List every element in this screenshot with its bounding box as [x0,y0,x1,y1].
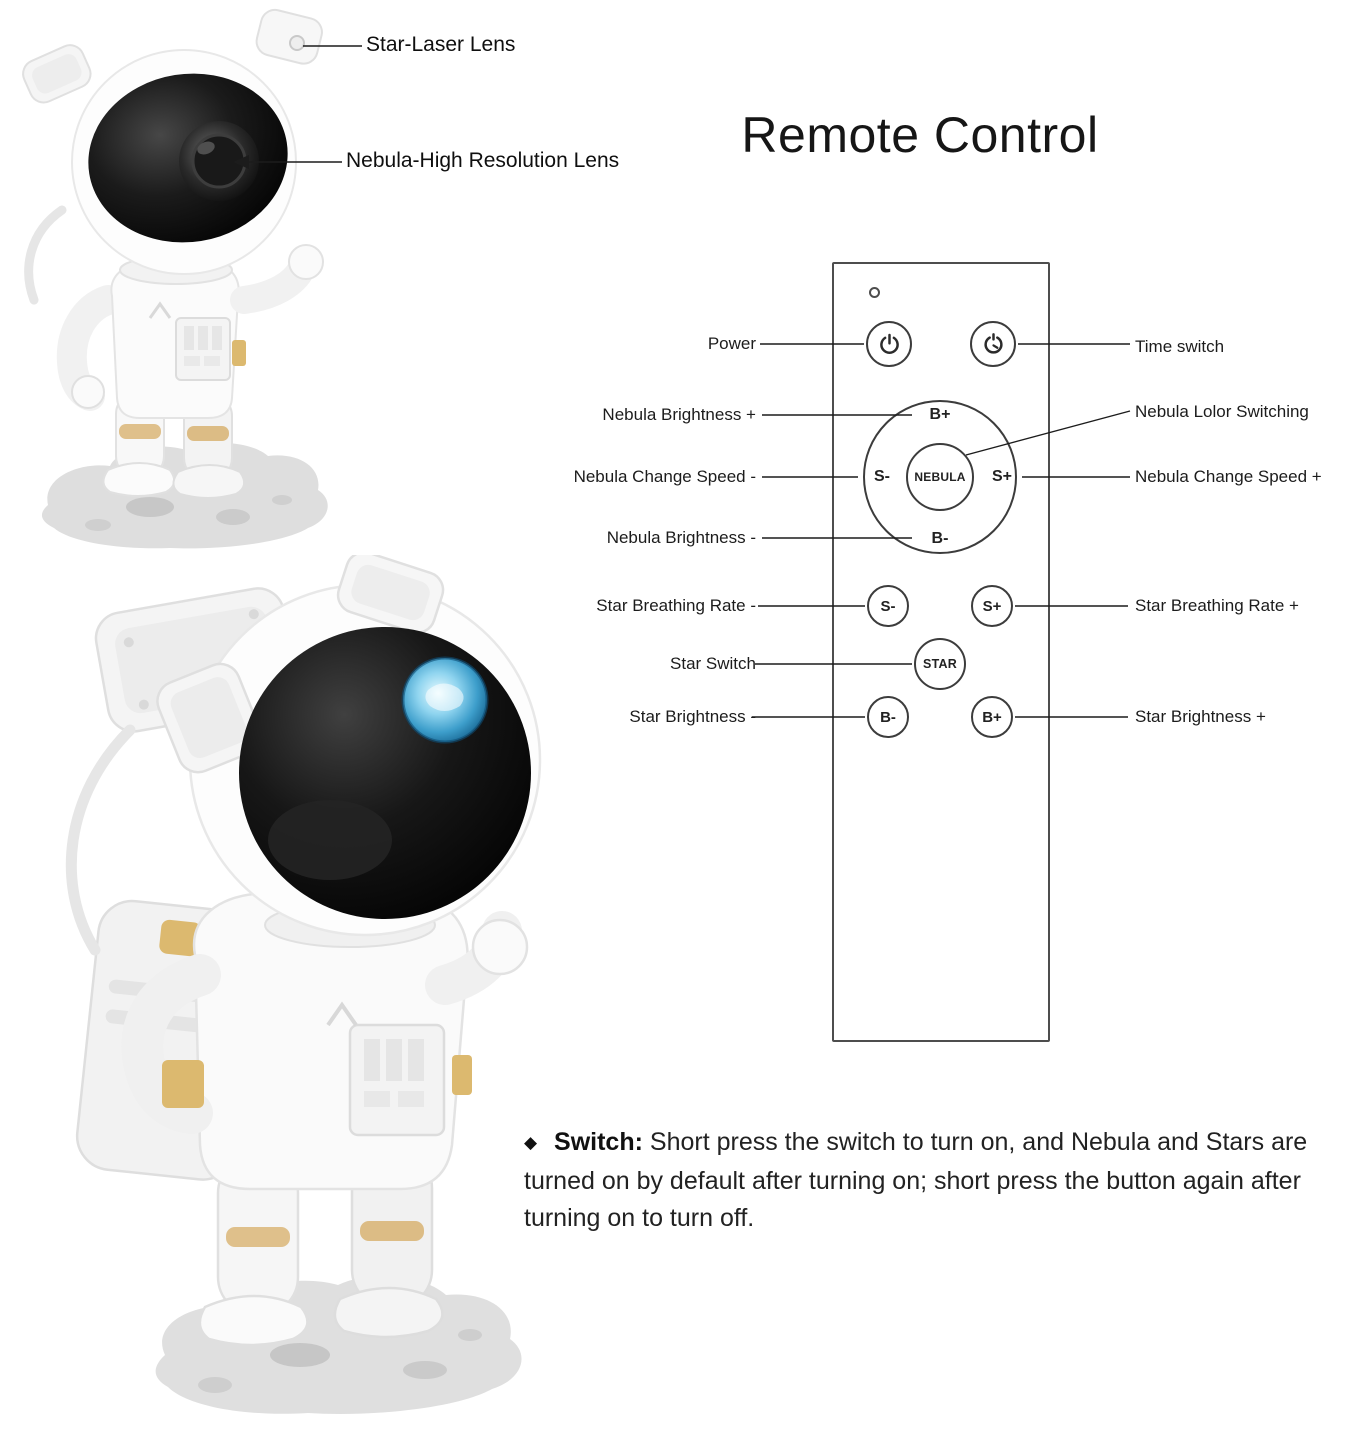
moon-rock-base-large [155,1275,522,1414]
label-nebula-color-switching: Nebula Lolor Switching [1135,402,1309,421]
right-glove [288,244,324,280]
astronaut-head [22,8,323,275]
label-star-brightness-plus: Star Brightness + [1135,707,1266,726]
pad-nebula-brightness-plus: B+ [929,406,951,423]
nebula-button: NEBULA [906,443,974,511]
star-switch-button: STAR [914,638,966,690]
power-button [866,321,912,367]
star-brightness-minus-button: B- [867,696,909,738]
ir-indicator-dot [869,287,880,298]
visor-large [239,627,531,919]
label-nebula-change-speed-minus: Nebula Change Speed - [573,467,756,486]
label-time-switch: Time switch [1135,337,1225,356]
label-nebula-change-speed-plus: Nebula Change Speed + [1135,467,1322,486]
star-brightness-plus-button: B+ [971,696,1013,738]
diamond-bullet-icon: ◆ [524,1133,538,1152]
time-switch-button [970,321,1016,367]
left-glove [71,375,105,409]
label-star-switch: Star Switch [670,654,756,673]
remote-control-title: Remote Control [741,107,1099,163]
switch-instructions: ◆ Switch: Short press the switch to turn… [524,1124,1348,1237]
astronaut-projector-side-view [65,555,542,1414]
star-laser-lens-dot [289,35,305,51]
astronaut-projector-front-view [22,8,328,549]
astronaut-torso [110,255,246,419]
label-star-brightness-minus: Star Brightness - [629,707,756,726]
label-nebula-brightness-plus: Nebula Brightness + [602,405,756,424]
usb-cable-large [65,724,136,956]
label-nebula-brightness-minus: Nebula Brightness - [606,528,756,547]
pad-nebula-speed-minus: S- [874,468,890,485]
usb-cable [24,205,67,305]
instructions-heading: Switch: [554,1128,643,1156]
pad-nebula-speed-plus: S+ [991,468,1012,485]
power-icon [879,333,899,354]
instructions-body: Short press the switch to turn on, and N… [524,1128,1308,1232]
right-glove-large [471,918,529,976]
astronaut-head-large [156,555,542,937]
callout-nebula-lens: Nebula-High Resolution Lens [346,149,620,172]
star-speed-minus-button: S- [867,585,909,627]
pad-nebula-brightness-minus: B- [931,530,949,547]
label-power: Power [707,334,756,353]
astronaut-torso-large [121,891,472,1191]
timer-clock-icon [983,332,1003,354]
callout-star-laser-lens: Star-Laser Lens [366,33,516,56]
label-star-breathing-rate-minus: Star Breathing Rate - [596,596,756,615]
label-star-breathing-rate-plus: Star Breathing Rate + [1135,596,1299,615]
star-speed-plus-button: S+ [971,585,1013,627]
